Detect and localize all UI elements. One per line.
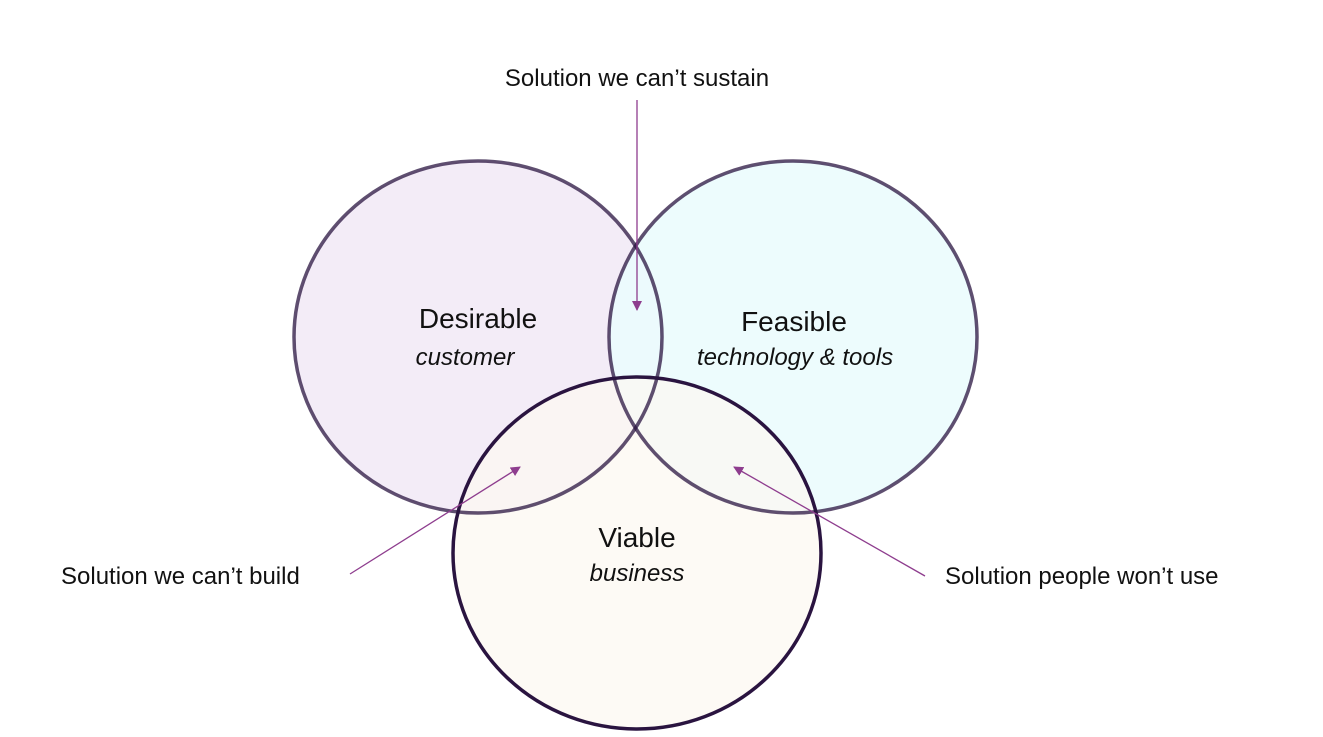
desirable-subtitle: customer	[416, 344, 516, 371]
desirable-outline	[292, 159, 664, 515]
feasible-subtitle: technology & tools	[697, 344, 893, 371]
desirable-title: Desirable	[419, 303, 537, 334]
right-callout-arrow	[733, 466, 926, 577]
top-callout-label: Solution we can’t sustain	[505, 65, 769, 92]
viable-circle	[453, 377, 821, 729]
circle-outlines	[292, 159, 979, 731]
feasible-title: Feasible	[741, 306, 847, 337]
left-callout-label: Solution we can’t build	[61, 563, 300, 590]
viable-title: Viable	[598, 522, 675, 553]
viable-subtitle: business	[590, 560, 685, 587]
right-callout-label: Solution people won’t use	[945, 563, 1219, 590]
viable-outline	[451, 375, 823, 731]
left-callout-arrow	[349, 466, 521, 575]
feasible-outline	[607, 159, 979, 515]
